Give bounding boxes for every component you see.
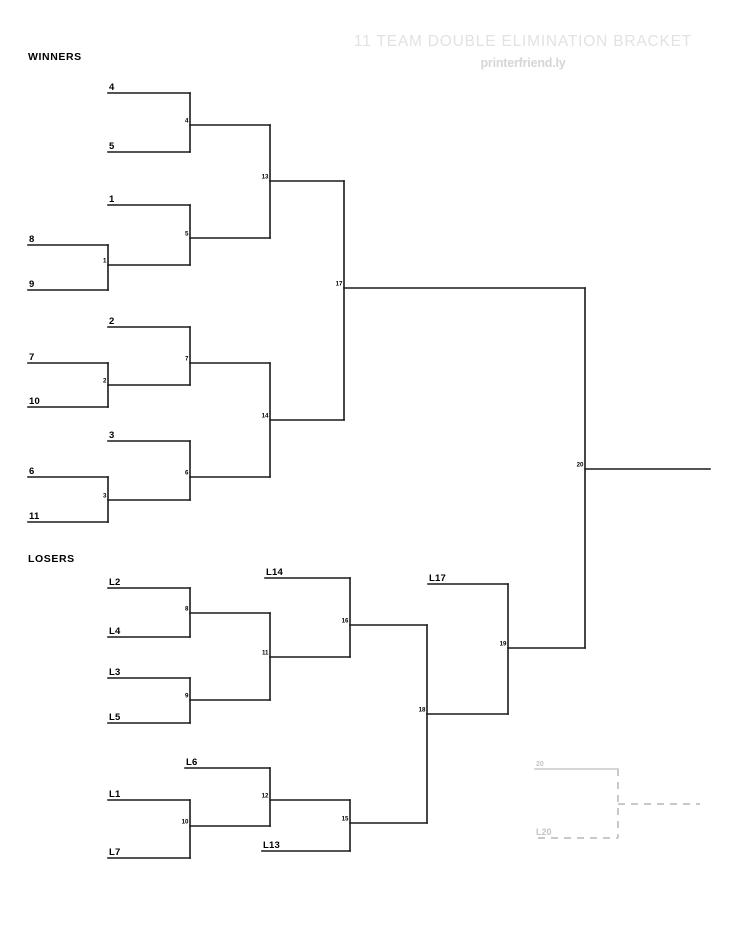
game-9-number: 9: [185, 693, 189, 700]
winners-section-label: WINNERS: [28, 51, 82, 63]
legend-label-l20: L20: [536, 827, 552, 837]
seed-2: 2: [109, 316, 114, 327]
loser-L13: L13: [263, 840, 280, 851]
loser-L7: L7: [109, 847, 121, 858]
seed-7: 7: [29, 352, 34, 363]
brand-watermark: printerfriend.ly: [480, 56, 565, 70]
page-title: 11 TEAM DOUBLE ELIMINATION BRACKET: [354, 33, 692, 50]
game-19-number: 19: [500, 641, 507, 648]
game-20-number: 20: [577, 462, 584, 469]
loser-L1: L1: [109, 789, 121, 800]
game-6-number: 6: [185, 470, 189, 477]
game-11-number: 11: [262, 650, 269, 657]
game-5-number: 5: [185, 231, 189, 238]
seed-5: 5: [109, 141, 115, 152]
game-4-number: 4: [185, 118, 189, 125]
seed-11: 11: [29, 511, 40, 522]
game-17-number: 17: [336, 281, 343, 288]
losers-section-label: LOSERS: [28, 553, 75, 565]
game-16-number: 16: [342, 618, 349, 625]
loser-L17: L17: [429, 573, 446, 584]
seed-9: 9: [29, 279, 34, 290]
seed-4: 4: [109, 82, 115, 93]
loser-L2: L2: [109, 577, 121, 588]
game-12-number: 12: [262, 793, 269, 800]
game-15-number: 15: [342, 816, 349, 823]
loser-L5: L5: [109, 712, 121, 723]
game-13-number: 13: [262, 174, 269, 181]
game-1-number: 1: [103, 258, 107, 265]
loser-L4: L4: [109, 626, 121, 637]
seed-6: 6: [29, 466, 34, 477]
seed-10: 10: [29, 396, 40, 407]
game-18-number: 18: [419, 707, 426, 714]
seed-1: 1: [109, 194, 115, 205]
game-7-number: 7: [185, 356, 189, 363]
legend-label-20: 20: [536, 761, 544, 768]
loser-L3: L3: [109, 667, 121, 678]
game-3-number: 3: [103, 493, 107, 500]
loser-L6: L6: [186, 757, 198, 768]
championship-final: 20: [577, 287, 711, 649]
game-8-number: 8: [185, 606, 189, 613]
game-2-number: 2: [103, 378, 107, 385]
seed-8: 8: [29, 234, 34, 245]
game-10-number: 10: [182, 819, 189, 826]
seed-3: 3: [109, 430, 114, 441]
game-14-number: 14: [262, 413, 269, 420]
loser-L14: L14: [266, 567, 283, 578]
